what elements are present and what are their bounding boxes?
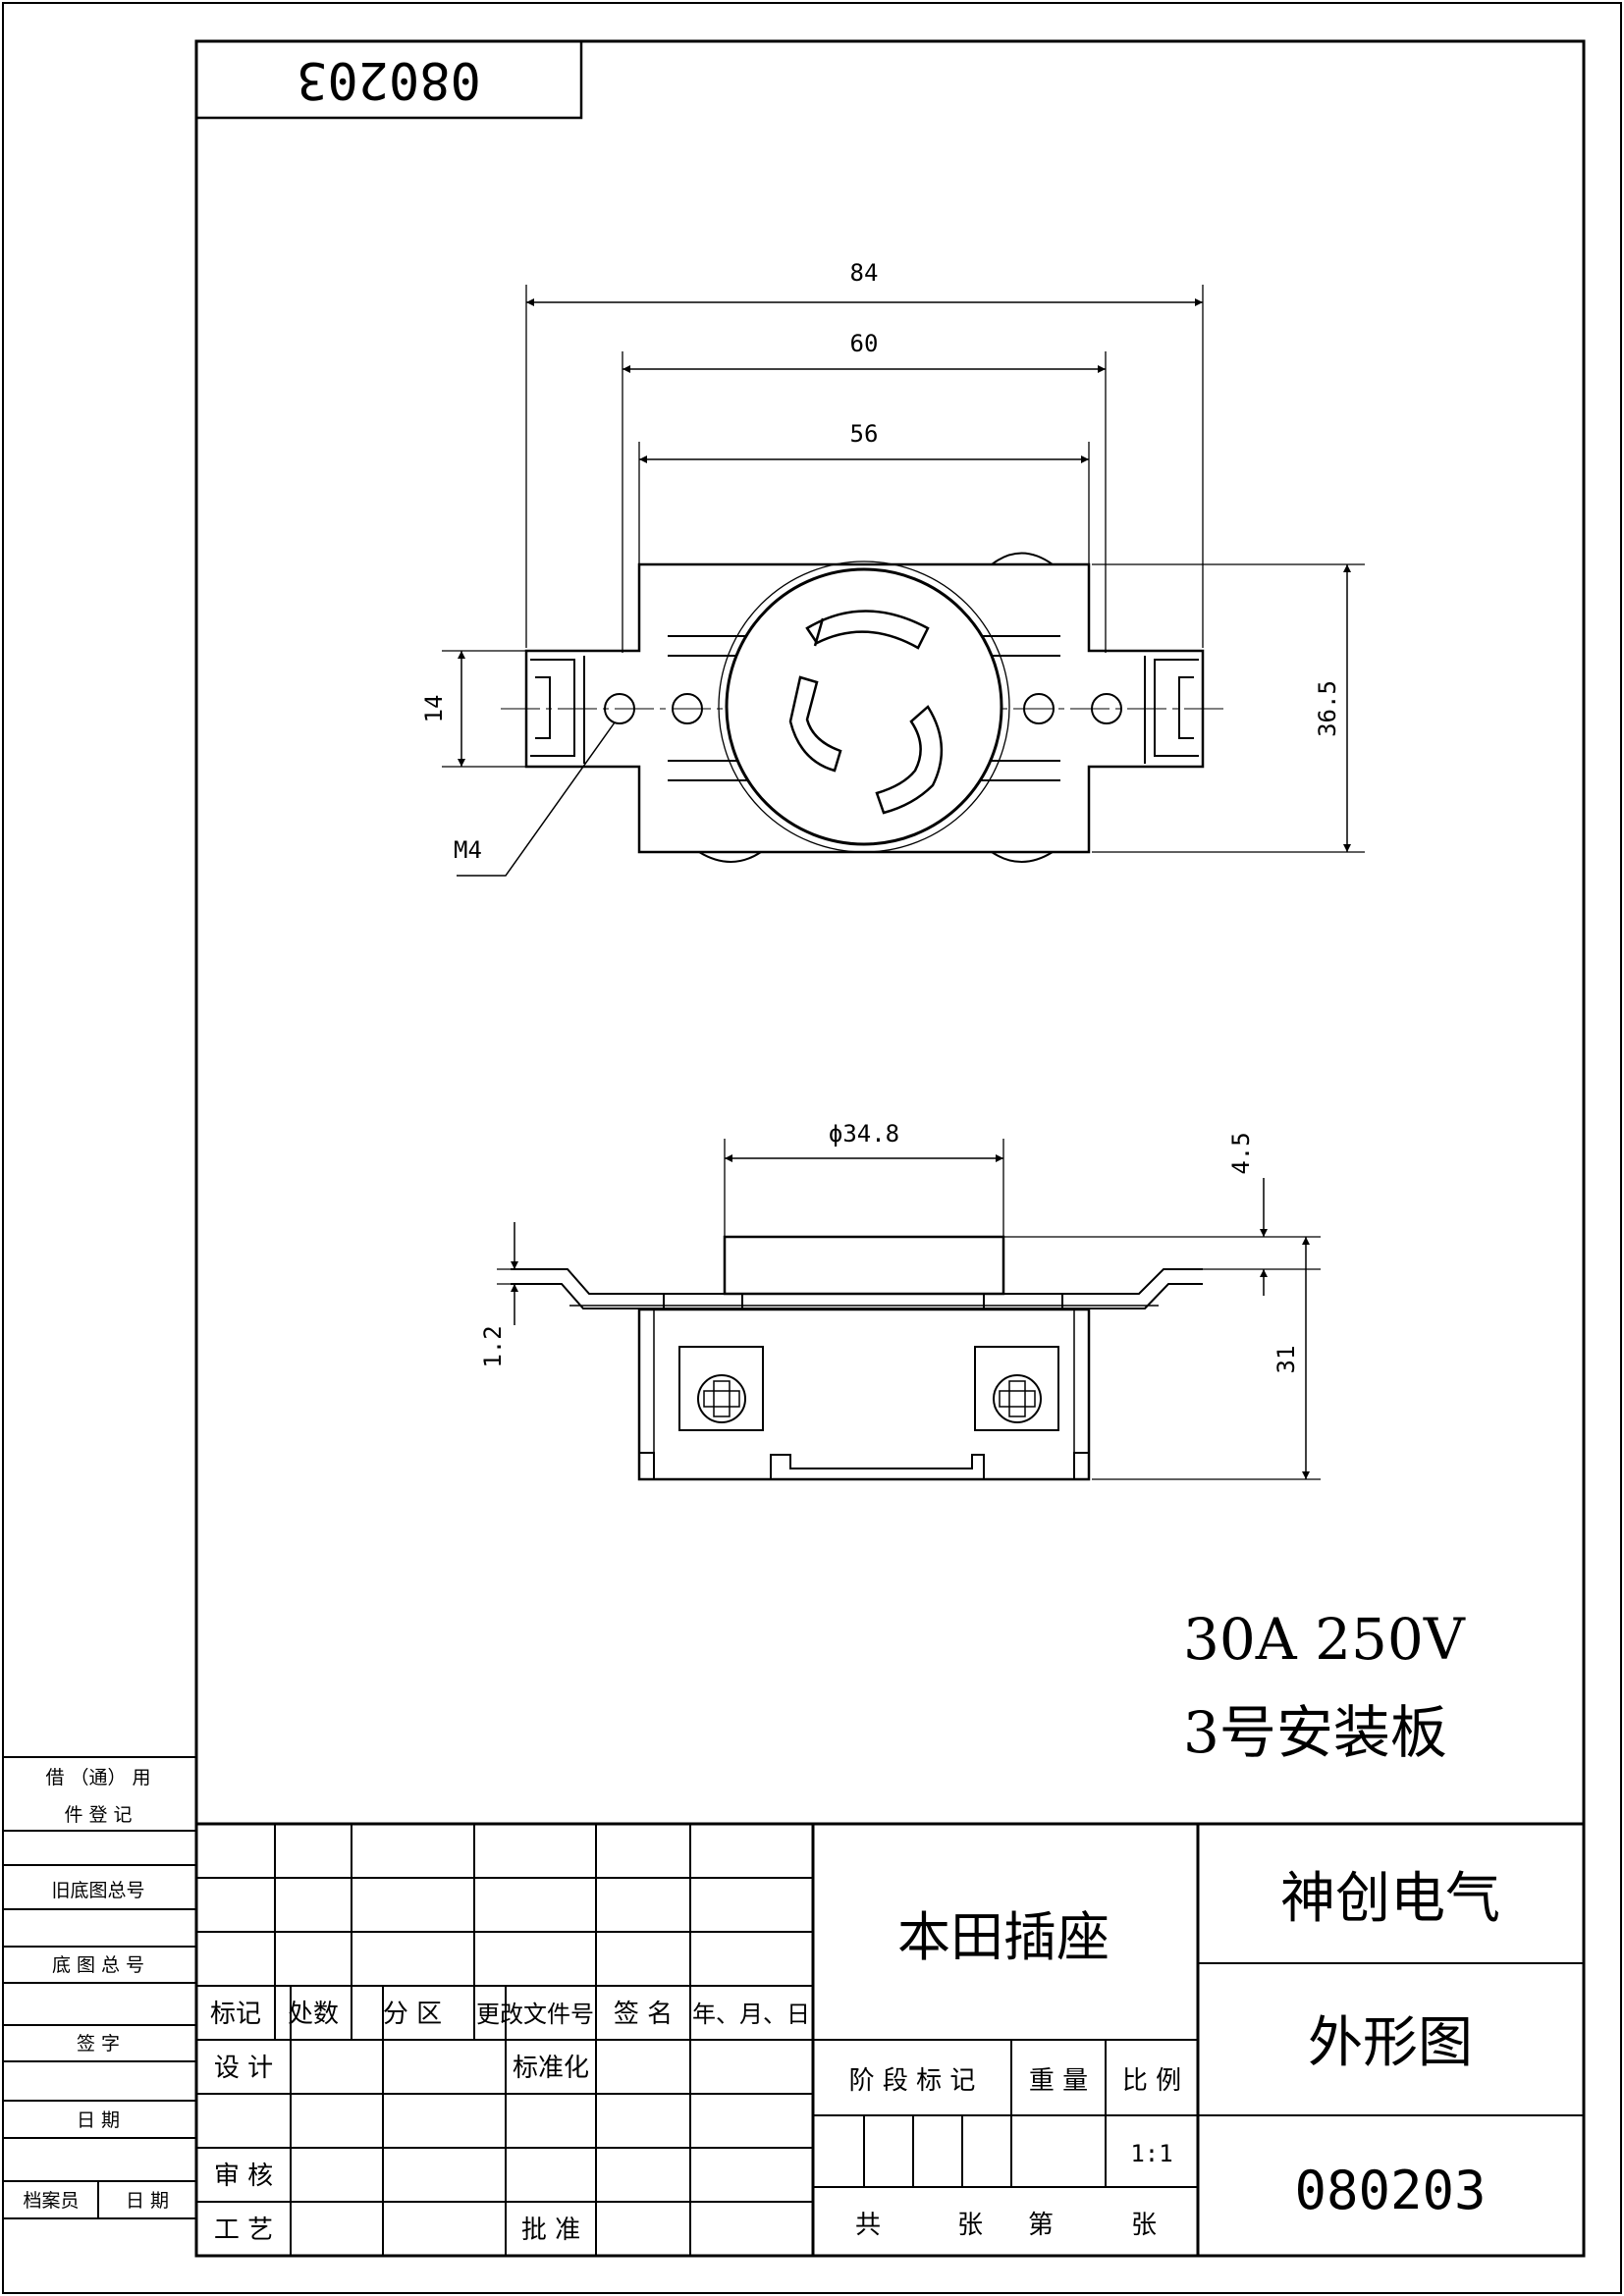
label-design: 设 计 — [214, 2054, 273, 2083]
drawing-frame — [194, 39, 1586, 2258]
terminal-screw-right — [993, 1374, 1042, 1423]
hdr-count: 处数 — [288, 2000, 339, 2029]
title-block — [196, 1822, 1584, 2256]
dim-diameter-label: ϕ34.8 — [829, 1120, 899, 1148]
slot-right — [875, 705, 944, 815]
hdr-change-doc: 更改文件号 — [476, 2001, 594, 2028]
dim-4-5-label: 4.5 — [1227, 1132, 1255, 1174]
terminal-screw-left — [697, 1374, 746, 1423]
strip-borrow-2: 件 登 记 — [64, 1804, 132, 1826]
scale-value: 1:1 — [1130, 2140, 1172, 2167]
top-view — [442, 285, 1365, 877]
mounting-strap — [524, 562, 1205, 854]
hdr-mark: 标记 — [210, 2000, 261, 2029]
dim-84-label: 84 — [850, 259, 879, 287]
dim-1-2-label: 1.2 — [479, 1325, 507, 1367]
receptacle-face — [725, 567, 1003, 846]
label-sheet-no: 第 — [1028, 2211, 1054, 2240]
m4-label: M4 — [454, 836, 482, 864]
strip-archivist: 档案员 — [23, 2190, 79, 2212]
strip-base-total: 底 图 总 号 — [52, 1954, 144, 1976]
receptacle-body — [637, 1308, 1091, 1481]
label-scale: 比 例 — [1122, 2066, 1181, 2096]
label-stage-mark: 阶 段 标 记 — [849, 2066, 976, 2096]
hdr-zone: 分 区 — [383, 2000, 442, 2029]
slot-top — [805, 610, 930, 650]
label-sheets: 张 — [957, 2211, 983, 2240]
label-process: 工 艺 — [214, 2216, 273, 2245]
plate-text: 3号安装板 — [1183, 1699, 1447, 1766]
product-name: 本田插座 — [897, 1906, 1110, 1968]
strip-borrow-1: 借 （通） 用 — [45, 1767, 150, 1789]
dim-31-label: 31 — [1272, 1346, 1300, 1374]
strap-profile — [511, 1268, 1203, 1309]
dim-36-5-label: 36.5 — [1314, 680, 1341, 737]
label-total: 共 — [855, 2211, 881, 2240]
m4-leader — [457, 721, 616, 877]
strip-date: 日 期 — [77, 2109, 120, 2131]
label-approve: 批 准 — [521, 2216, 580, 2245]
rating-text: 30A 250V — [1183, 1606, 1466, 1673]
hdr-date: 年、月、日 — [692, 2001, 810, 2028]
left-strip — [3, 1756, 196, 2219]
drawing-number-box-top: 080203 — [194, 39, 583, 120]
label-weight: 重 量 — [1029, 2066, 1088, 2096]
strip-old-base-total: 旧底图总号 — [51, 1880, 144, 1901]
strip-archivist-date: 日 期 — [126, 2190, 169, 2212]
side-view — [497, 1139, 1321, 1481]
dim-14-label: 14 — [420, 695, 448, 723]
drawing-number: 080203 — [1294, 2160, 1486, 2221]
label-sheet: 张 — [1131, 2211, 1157, 2240]
hdr-sign: 签 名 — [614, 2000, 673, 2029]
drawing-type: 外形图 — [1308, 2011, 1473, 2075]
slot-left — [788, 675, 842, 773]
label-review: 审 核 — [214, 2162, 273, 2191]
strip-signature: 签 字 — [77, 2033, 120, 2055]
company-name: 神创电气 — [1280, 1867, 1500, 1931]
drawing-number-top: 080203 — [297, 50, 481, 109]
dim-56-label: 56 — [850, 420, 879, 448]
label-standardization: 标准化 — [513, 2054, 589, 2083]
dim-60-label: 60 — [850, 330, 879, 357]
